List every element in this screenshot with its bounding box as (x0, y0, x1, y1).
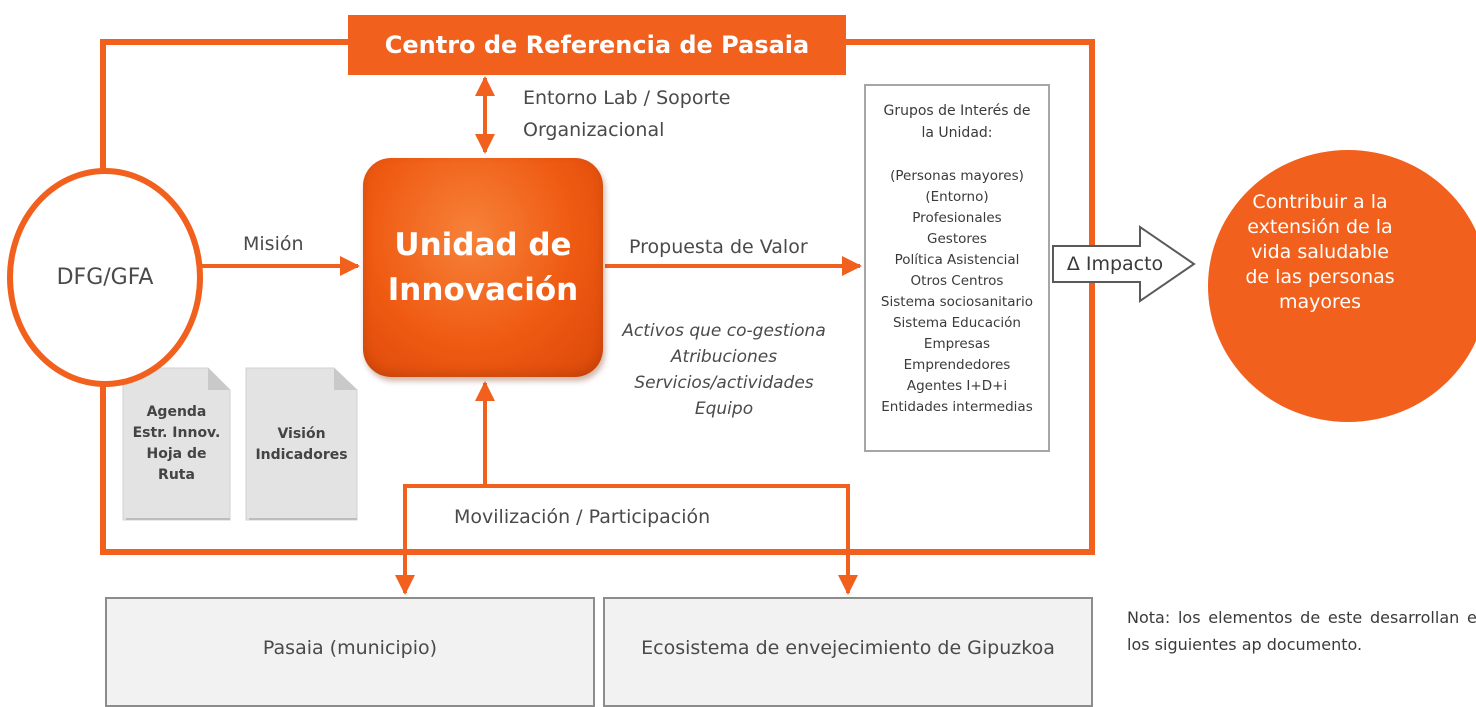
document-icon-agenda (122, 367, 231, 521)
dfg-gfa-node: DFG/GFA (7, 168, 203, 387)
propuesta-valor-label: Propuesta de Valor (629, 236, 808, 258)
unidad-line-1: Unidad de (394, 226, 572, 263)
activos-item: Equipo (694, 399, 754, 419)
stakeholder-item: (Entorno) (925, 189, 989, 205)
goal-text: Contribuir a la extensión de la vida sal… (1245, 191, 1395, 313)
stakeholder-item: Sistema Educación (892, 315, 1021, 331)
impacto-label: Δ Impacto (1066, 253, 1164, 275)
grupos-interes-title-2: la Unidad: (921, 125, 993, 141)
stakeholder-item: Entidades intermedias (881, 399, 1033, 415)
nota-text: Nota: los elementos de este desarrollan … (1127, 608, 1476, 654)
movilizacion-label: Movilización / Participación (454, 506, 711, 528)
stakeholder-item: Empresas (923, 336, 991, 352)
stakeholder-item: Gestores (927, 231, 987, 247)
centro-title: Centro de Referencia de Pasaia (348, 15, 846, 75)
document-icon-vision (245, 367, 358, 521)
dfg-gfa-label: DFG/GFA (56, 265, 154, 290)
pasaia-municipio-label: Pasaia (municipio) (262, 637, 438, 659)
movilizacion-bus (403, 484, 850, 592)
activos-item: Activos que co-gestiona (622, 321, 826, 341)
stakeholder-item: (Personas mayores) (890, 168, 1024, 184)
stakeholder-item: Emprendedores (903, 357, 1011, 373)
mision-label: Misión (243, 233, 304, 255)
diagram-connectors (100, 39, 1196, 595)
stakeholder-item: Sistema sociosanitario (880, 294, 1034, 310)
agenda-document-label: Agenda Estr. Innov. Hoja de Ruta (132, 404, 221, 483)
activos-list: Activos que co-gestiona Atribuciones Ser… (610, 318, 838, 422)
unidad-line-2: Innovación (387, 271, 579, 308)
stakeholder-item: Profesionales (912, 210, 1002, 226)
goal-circle (1208, 150, 1476, 422)
impact-arrow (1052, 225, 1196, 303)
activos-item: Servicios/actividades (634, 373, 814, 393)
pasaia-municipio-box: Pasaia (municipio) (105, 597, 595, 707)
ecosistema-gipuzkoa-box: Ecosistema de envejecimiento de Gipuzkoa (603, 597, 1093, 707)
ecosistema-gipuzkoa-label: Ecosistema de envejecimiento de Gipuzkoa (641, 637, 1055, 659)
unidad-innovacion-node: Unidad de Innovación (363, 158, 603, 377)
grupos-interes-box: Grupos de Interés de la Unidad: (Persona… (864, 84, 1050, 452)
activos-item: Atribuciones (670, 347, 778, 367)
stakeholder-item: Agentes I+D+i (906, 378, 1008, 394)
stakeholder-item: Otros Centros (910, 273, 1004, 289)
vision-document-label: Visión Indicadores (255, 426, 348, 463)
grupos-interes-title: Grupos de Interés de (883, 103, 1031, 119)
stakeholder-item: Política Asistencial (894, 252, 1020, 268)
entorno-lab-label: Entorno Lab / Soporte Organizacional (523, 87, 731, 141)
